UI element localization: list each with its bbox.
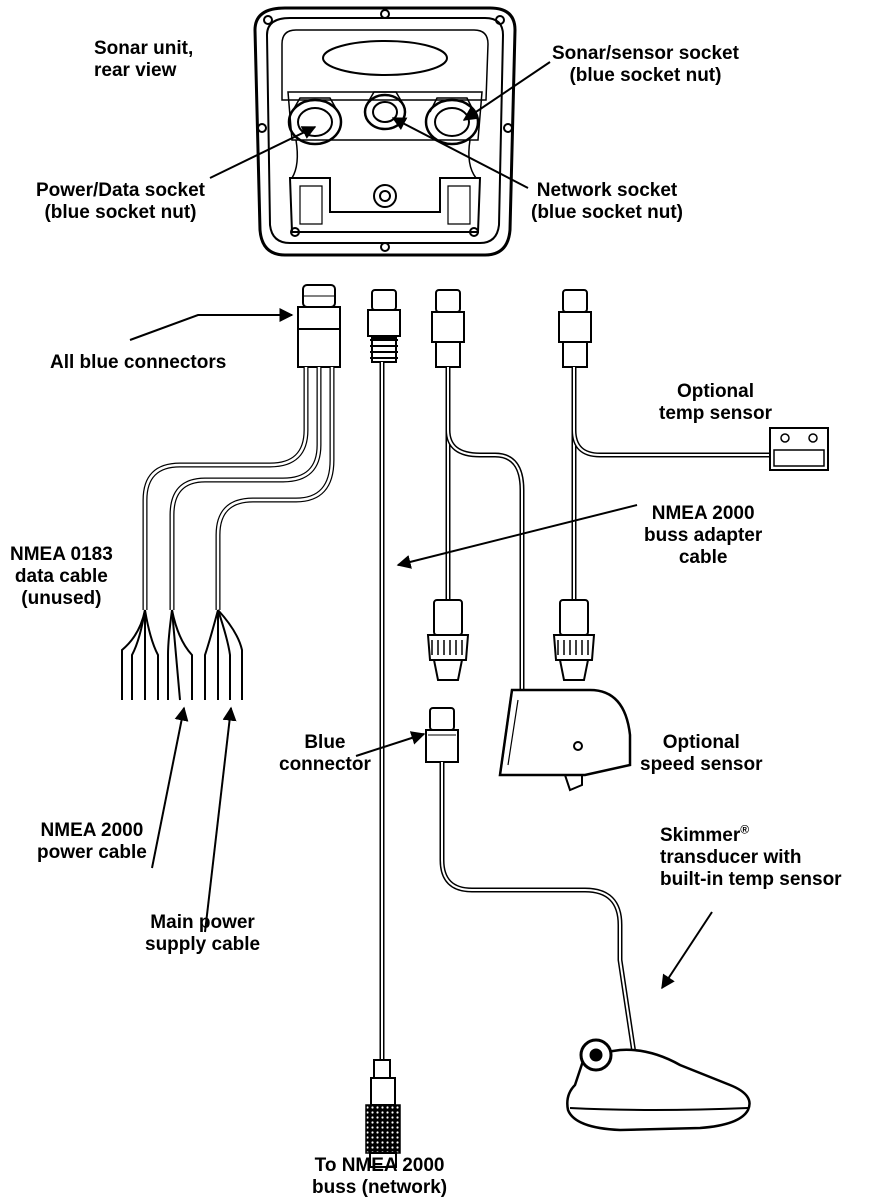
label-line: Optional: [676, 381, 755, 402]
label-line: To NMEA 2000: [314, 1155, 445, 1176]
network-cable: [365, 289, 401, 1168]
label-line: Sonar/sensor socket: [552, 43, 739, 64]
label-power-data-socket: Power/Data socket (blue socket nut): [36, 180, 205, 224]
label-line: All blue connectors: [50, 352, 227, 373]
label-network-socket: Network socket (blue socket nut): [531, 180, 683, 224]
label-line: (unused): [21, 588, 102, 609]
speed-sensor: [498, 688, 632, 792]
label-all-blue-connectors: All blue connectors: [50, 352, 226, 374]
label-to-nmea-2000-buss: To NMEA 2000 buss (network): [312, 1155, 447, 1199]
label-line: speed sensor: [640, 754, 763, 775]
label-line: Skimmer®: [660, 822, 842, 847]
sonar-unit-rear: [253, 6, 517, 257]
label-line: buss adapter: [644, 525, 763, 546]
label-line: power cable: [37, 842, 147, 863]
label-line: rear view: [94, 60, 177, 81]
label-line: (blue socket nut): [531, 202, 684, 223]
label-optional-speed-sensor: Optional speed sensor: [640, 732, 763, 776]
skimmer-name: Skimmer: [660, 825, 741, 846]
label-line: NMEA 2000: [40, 820, 144, 841]
label-optional-temp-sensor: Optional temp sensor: [659, 381, 772, 425]
label-line: (blue socket nut): [569, 65, 722, 86]
label-line: Sonar unit,: [94, 38, 194, 59]
label-line: Power/Data socket: [36, 180, 205, 201]
skimmer-transducer: [566, 1038, 751, 1132]
label-line: Blue: [304, 732, 346, 753]
label-line: data cable: [14, 566, 108, 587]
registered-mark: ®: [740, 822, 750, 837]
label-line: NMEA 2000: [651, 503, 755, 524]
label-main-power-supply-cable: Main power supply cable: [145, 912, 260, 956]
label-line: built-in temp sensor: [660, 869, 842, 890]
label-line: transducer with: [660, 847, 802, 868]
label-line: Optional: [662, 732, 740, 753]
label-line: temp sensor: [659, 403, 772, 424]
label-line: (blue socket nut): [44, 202, 197, 223]
label-line: cable: [678, 547, 728, 568]
label-nmea-2000-power-cable: NMEA 2000 power cable: [37, 820, 147, 864]
label-nmea-0183-data-cable: NMEA 0183 data cable (unused): [10, 544, 113, 610]
label-sonar-sensor-socket: Sonar/sensor socket (blue socket nut): [552, 43, 739, 87]
power-data-cable: [121, 284, 341, 701]
skimmer-transducer-cable: [425, 707, 638, 1061]
leader-lines: [129, 61, 713, 990]
label-line: Network socket: [536, 180, 678, 201]
sensor-adapter-cable: [426, 289, 525, 700]
label-line: Main power: [150, 912, 255, 933]
temp-sensor-cable: [552, 289, 829, 681]
label-line: buss (network): [312, 1177, 448, 1198]
label-nmea-2000-buss-adapter-cable: NMEA 2000 buss adapter cable: [644, 503, 762, 569]
label-line: connector: [279, 754, 371, 775]
label-sonar-unit: Sonar unit, rear view: [94, 38, 193, 82]
label-skimmer-transducer: Skimmer® transducer with built-in temp s…: [660, 822, 842, 891]
label-line: NMEA 0183: [10, 544, 113, 565]
label-blue-connector: Blue connector: [279, 732, 371, 776]
label-line: supply cable: [145, 934, 261, 955]
